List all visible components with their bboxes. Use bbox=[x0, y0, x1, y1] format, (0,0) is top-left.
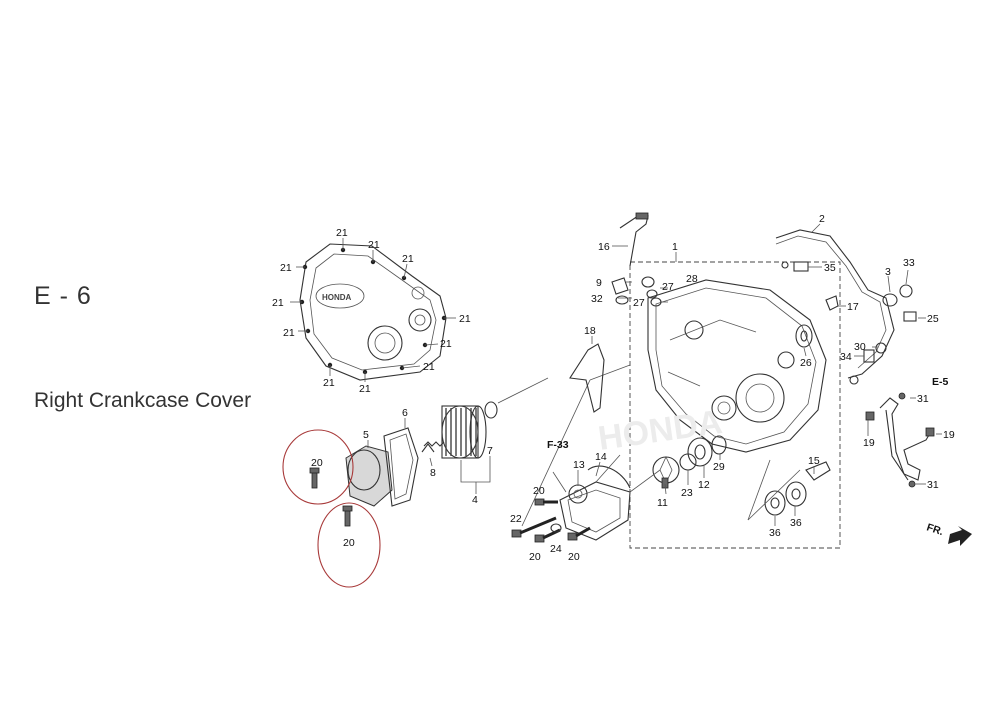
callout-34: 34 bbox=[840, 351, 852, 363]
callout-1: 1 bbox=[672, 241, 678, 253]
highlight-circle-lower bbox=[317, 502, 381, 588]
callout-5: 5 bbox=[363, 429, 369, 441]
callout-22: 22 bbox=[510, 513, 522, 525]
callout-20-circled-lower: 20 bbox=[343, 537, 355, 549]
callout-32: 32 bbox=[591, 293, 603, 305]
ref-front: FR. bbox=[925, 521, 945, 538]
callout-12: 12 bbox=[698, 479, 710, 491]
callout-24: 24 bbox=[550, 543, 562, 555]
callout-27-a: 27 bbox=[662, 281, 674, 293]
water-pump-group bbox=[511, 364, 727, 543]
callout-19-a: 19 bbox=[943, 429, 955, 441]
callout-26: 26 bbox=[800, 357, 812, 369]
callout-20-circled-upper: 20 bbox=[311, 457, 323, 469]
callout-20-pump-a: 20 bbox=[533, 485, 545, 497]
callout-28: 28 bbox=[686, 273, 698, 285]
callout-21-a: 21 bbox=[336, 227, 348, 239]
callout-27-b: 27 bbox=[633, 297, 645, 309]
callout-labels: 21 21 21 21 21 21 21 21 21 21 21 6 5 8 7… bbox=[272, 213, 955, 563]
callout-21-e: 21 bbox=[272, 297, 284, 309]
ref-e5: E-5 bbox=[932, 376, 949, 388]
callout-15: 15 bbox=[808, 455, 820, 467]
callout-21-k: 21 bbox=[359, 383, 371, 395]
ref-f33: F-33 bbox=[547, 439, 569, 451]
callout-8: 8 bbox=[430, 467, 436, 479]
clutch-cover-view: HONDA bbox=[290, 238, 456, 382]
callout-16: 16 bbox=[598, 241, 610, 253]
callout-21-d: 21 bbox=[402, 253, 414, 265]
leader-lines bbox=[367, 223, 942, 526]
callout-21-j: 21 bbox=[423, 361, 435, 373]
oil-pipe-group bbox=[865, 392, 935, 488]
callout-9: 9 bbox=[596, 277, 602, 289]
callout-13: 13 bbox=[573, 459, 585, 471]
callout-11: 11 bbox=[657, 497, 668, 509]
callout-18: 18 bbox=[584, 325, 596, 337]
callout-21-i: 21 bbox=[323, 377, 335, 389]
callout-25: 25 bbox=[927, 313, 939, 325]
callout-3: 3 bbox=[885, 266, 891, 278]
highlight-circle-upper bbox=[282, 429, 354, 505]
callout-21-g: 21 bbox=[283, 327, 295, 339]
callout-21-b: 21 bbox=[368, 239, 380, 251]
front-direction-arrow bbox=[948, 526, 972, 546]
callout-7: 7 bbox=[487, 445, 493, 457]
svg-text:HONDA: HONDA bbox=[322, 293, 352, 302]
callout-35: 35 bbox=[824, 262, 836, 274]
callout-17: 17 bbox=[847, 301, 859, 313]
callout-23: 23 bbox=[681, 487, 693, 499]
callout-29: 29 bbox=[713, 461, 725, 473]
callout-21-c: 21 bbox=[280, 262, 292, 274]
callout-6: 6 bbox=[402, 407, 408, 419]
callout-19-b: 19 bbox=[863, 437, 875, 449]
callout-36-b: 36 bbox=[790, 517, 802, 529]
callout-20-pump-c: 20 bbox=[568, 551, 580, 563]
callout-33: 33 bbox=[903, 257, 915, 269]
callout-20-pump-b: 20 bbox=[529, 551, 541, 563]
callout-2: 2 bbox=[819, 213, 825, 225]
crankcase-cover-group: HONDA bbox=[569, 212, 841, 549]
callout-14: 14 bbox=[595, 451, 607, 463]
callout-4: 4 bbox=[472, 494, 478, 506]
callout-21-f: 21 bbox=[459, 313, 471, 325]
oil-filter-cover-group bbox=[309, 377, 549, 527]
callout-21-h: 21 bbox=[440, 338, 452, 350]
callout-30: 30 bbox=[854, 341, 866, 353]
callout-31-a: 31 bbox=[917, 393, 929, 405]
callout-31-b: 31 bbox=[927, 479, 939, 491]
section-code: E - 6 bbox=[34, 282, 92, 310]
section-title: Right Crankcase Cover bbox=[34, 389, 252, 412]
callout-36-a: 36 bbox=[769, 527, 781, 539]
